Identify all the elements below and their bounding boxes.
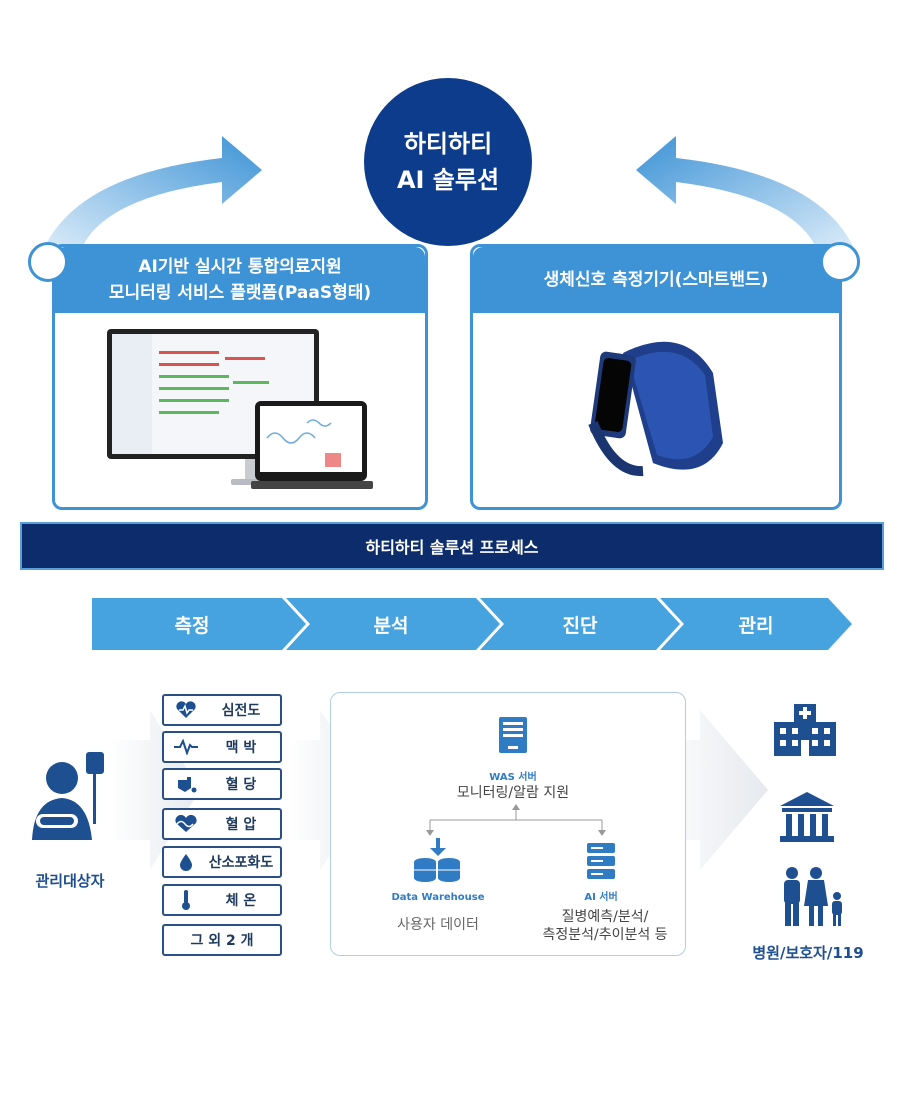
ai-server-icon [587, 843, 615, 879]
patient-label: 관리대상자 [35, 872, 105, 890]
hub-line2: AI 솔루션 [396, 166, 500, 194]
ai-server-name: AI 서버 [584, 892, 618, 903]
heart-wave-icon [164, 815, 208, 833]
step-chevron-3 [480, 598, 680, 650]
was-server-icon [499, 717, 527, 753]
hospital-icon [774, 704, 836, 756]
vital-label: 혈 압 [225, 817, 257, 833]
data-warehouse-desc: 사용자 데이터 [397, 917, 479, 933]
left-curved-arrow [40, 136, 262, 258]
vital-bp: 혈 압 [162, 808, 282, 840]
right-curved-arrow [636, 136, 858, 258]
drop-icon [164, 853, 208, 871]
platform-title-line2: 모니터링 서비스 플랫폼(PaaS형태) [108, 283, 372, 303]
vital-label: 심전도 [221, 703, 261, 719]
step-manage: 관리 [738, 614, 774, 637]
vital-label: 맥 박 [225, 740, 257, 756]
server-connectors [426, 804, 606, 836]
hub-line1: 하티하티 [403, 130, 493, 158]
step-chevron-4 [660, 598, 852, 650]
patient-icon [32, 752, 104, 840]
step-diagnose: 진단 [562, 614, 598, 637]
vital-label: 체 온 [225, 893, 257, 909]
data-warehouse-name: Data Warehouse [391, 892, 485, 903]
smartband-panel-title: 생체신호 측정기기(스마트밴드) [473, 247, 839, 313]
step-measure: 측정 [174, 614, 210, 637]
smartband-image [588, 341, 723, 477]
ai-server-desc-2: 측정분석/추이분석 등 [542, 927, 668, 943]
platform-title-line1: AI기반 실시간 통합의료지원 [138, 257, 342, 277]
thermometer-icon [164, 889, 208, 911]
platform-panel: AI기반 실시간 통합의료지원 모니터링 서비스 플랫폼(PaaS형태) [52, 244, 428, 510]
vital-temp: 체 온 [162, 884, 282, 916]
smartband-panel: 생체신호 측정기기(스마트밴드) [470, 244, 842, 510]
platform-panel-title: AI기반 실시간 통합의료지원 모니터링 서비스 플랫폼(PaaS형태) [55, 247, 425, 313]
step-chevron-2 [286, 598, 500, 650]
step-chevrons [92, 598, 852, 650]
institution-icon [780, 792, 834, 842]
ai-server-desc-1: 질병예측/분석/ [561, 909, 649, 925]
vital-pulse: 맥 박 [162, 731, 282, 763]
step-chevron-1 [92, 598, 306, 650]
data-warehouse-icon [414, 838, 460, 882]
right-ring [820, 242, 860, 282]
process-bar-label: 하티하티 솔루션 프로세스 [365, 538, 539, 557]
vital-spo2: 산소포화도 [162, 846, 282, 878]
vital-label: 그 외 2 개 [190, 933, 254, 949]
vital-others: 그 외 2 개 [162, 924, 282, 956]
was-server-name: WAS 서버 [489, 772, 537, 783]
was-server-desc: 모니터링/알람 지원 [456, 785, 570, 801]
step-analyze: 분석 [373, 614, 409, 637]
heart-icon [164, 701, 208, 719]
monitor-tablet-image [107, 329, 373, 489]
pulse-icon [164, 739, 208, 755]
vital-glucose: 혈 당 [162, 768, 282, 800]
family-icon [784, 867, 842, 926]
vital-ecg: 심전도 [162, 694, 282, 726]
smartband-title: 생체신호 측정기기(스마트밴드) [543, 270, 769, 290]
vital-label: 산소포화도 [208, 855, 274, 871]
curved-arrows [40, 136, 858, 258]
vital-label: 혈 당 [225, 777, 257, 793]
process-bar: 하티하티 솔루션 프로세스 [20, 522, 884, 570]
finger-prick-icon [164, 774, 208, 794]
left-ring [28, 242, 68, 282]
destination-label: 병원/보호자/119 [752, 944, 864, 962]
hub-circle: 하티하티 AI 솔루션 [364, 78, 532, 246]
